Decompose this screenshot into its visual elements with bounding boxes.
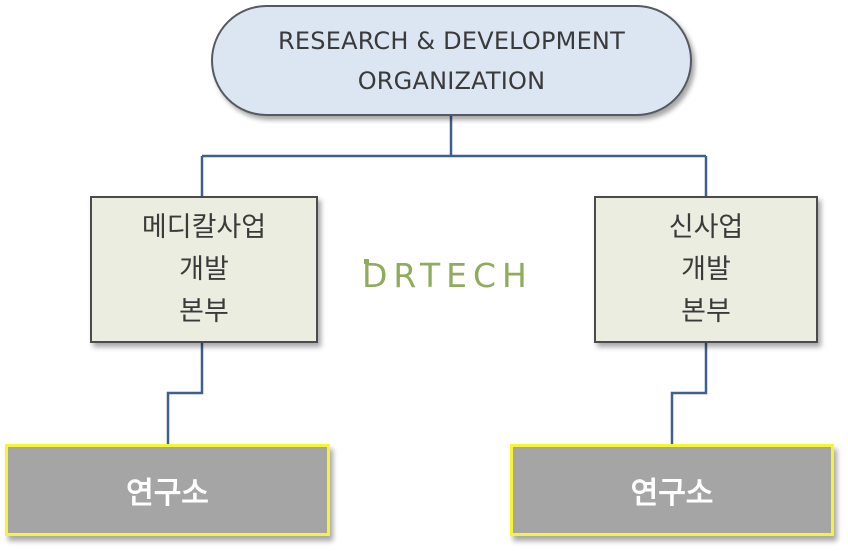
division-label-line-3: 본부: [681, 295, 731, 327]
division-node-medical: 메디칼사업 개발 본부: [90, 196, 318, 343]
connector-right-division-to-lab: [670, 343, 708, 444]
lab-node-new-business: 연구소: [510, 444, 834, 536]
logo-wordmark: DRTECH: [362, 255, 533, 295]
lab-node-medical: 연구소: [5, 444, 330, 536]
logo-text: DRTECH: [362, 256, 533, 295]
division-node-new-business: 신사업 개발 본부: [594, 196, 818, 343]
division-label-line-1: 신사업: [668, 211, 744, 243]
drtech-logo: DRTECH: [362, 255, 533, 295]
root-label-line-2: ORGANIZATION: [357, 66, 546, 95]
lab-label: 연구소: [126, 476, 209, 511]
lab-label: 연구소: [630, 476, 714, 511]
division-label-line-3: 본부: [179, 295, 229, 327]
root-node-rd-organization: RESEARCH & DEVELOPMENT ORGANIZATION: [211, 5, 692, 116]
root-label-line-1: RESEARCH & DEVELOPMENT: [278, 26, 625, 55]
division-label-line-1: 메디칼사업: [141, 211, 267, 243]
division-label-line-2: 개발: [179, 253, 229, 285]
logo-dot-icon: [364, 258, 369, 264]
division-label-line-2: 개발: [681, 253, 731, 285]
connector-left-division-to-lab: [166, 343, 204, 444]
